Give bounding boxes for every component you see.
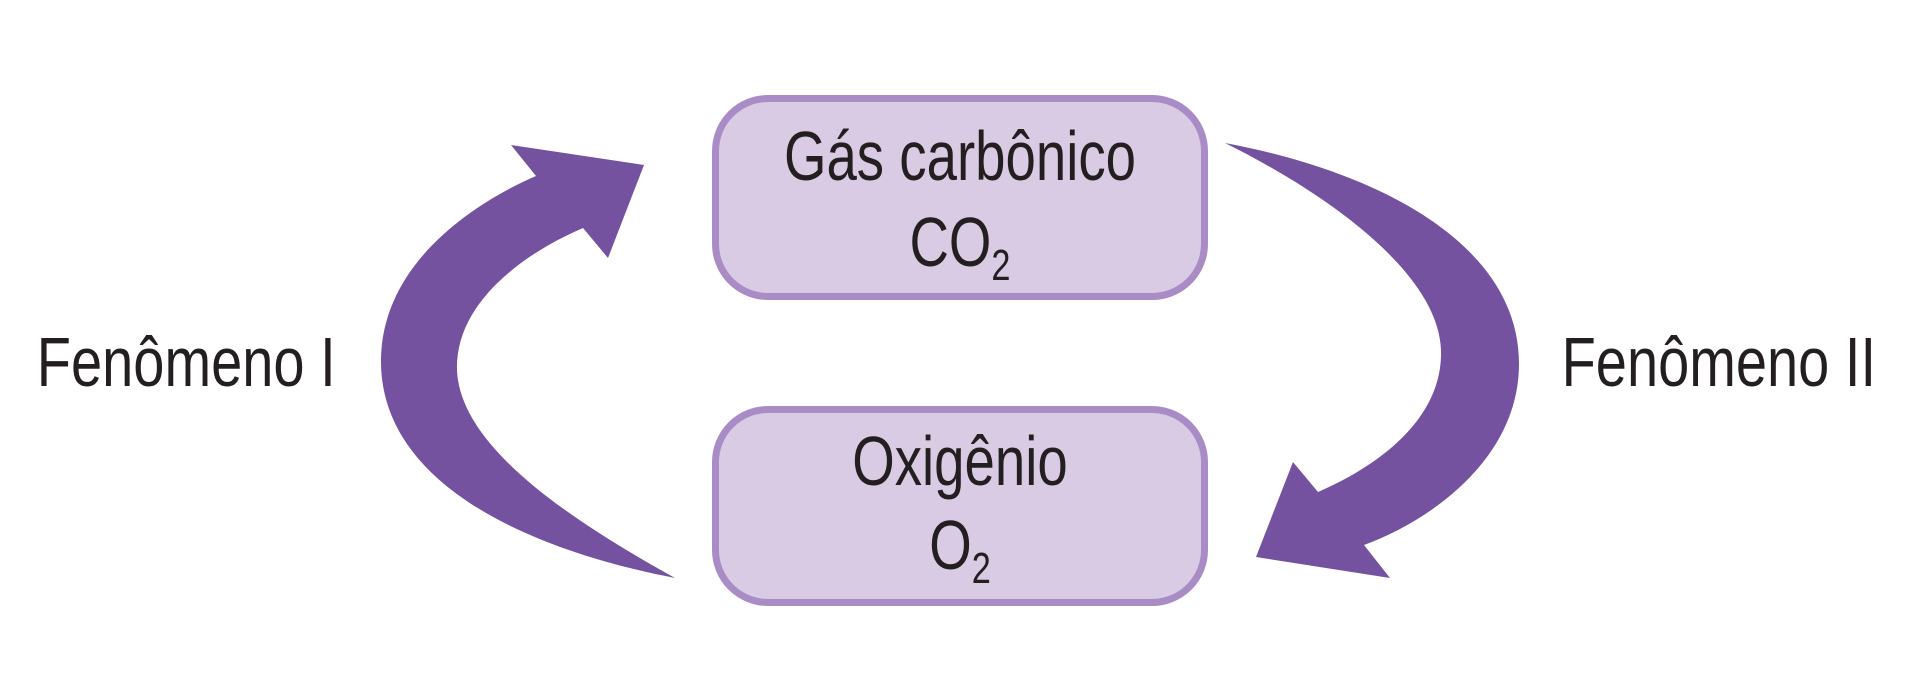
node-name: Gás carbônico <box>783 117 1137 195</box>
node-carbon-dioxide: Gás carbônico CO2 <box>712 95 1208 300</box>
arrow-fenomeno-1 <box>380 145 675 578</box>
label-fenomeno-2: Fenômeno II <box>1561 323 1876 401</box>
label-fenomeno-1: Fenômeno I <box>36 323 336 401</box>
node-name: Oxigênio <box>852 422 1068 500</box>
formula-subscript: 2 <box>971 544 991 593</box>
formula-subscript: 2 <box>991 241 1011 290</box>
arrow-fenomeno-2 <box>1225 143 1520 578</box>
formula-main: O <box>929 506 972 584</box>
formula-main: CO <box>909 203 992 281</box>
chemical-formula: O2 <box>772 505 1148 594</box>
node-oxygen: Oxigênio O2 <box>712 406 1208 606</box>
chemical-formula: CO2 <box>772 202 1148 291</box>
